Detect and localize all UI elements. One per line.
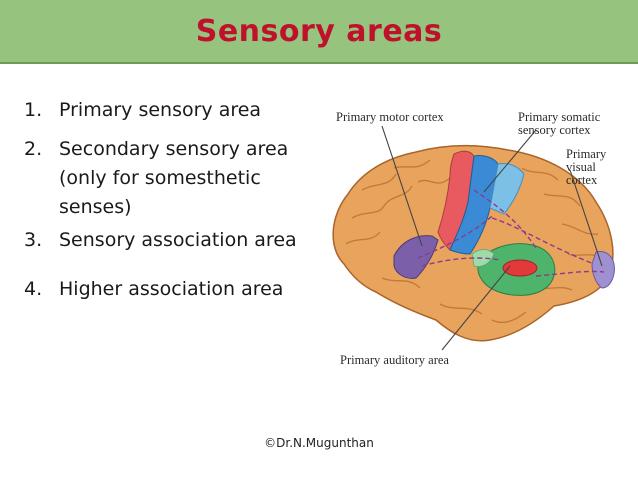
label-primary-motor-cortex: Primary motor cortex	[336, 110, 444, 124]
somatic-sensory-region	[449, 155, 499, 255]
list-item: 4. Higher association area	[24, 275, 314, 304]
brain-diagram: Primary motor cortex Primary somatic sen…	[332, 110, 615, 367]
label-visual-line1: Primary	[566, 147, 607, 161]
label-somatic-line1: Primary somatic	[518, 110, 601, 124]
gyri-texture	[345, 159, 605, 324]
title-bar: Sensory areas	[0, 0, 638, 64]
slide-title: Sensory areas	[195, 13, 443, 49]
list-line: Primary sensory area	[59, 99, 262, 121]
list-text: Secondary sensory area (only for somesth…	[59, 135, 314, 222]
label-primary-auditory-area: Primary auditory area	[340, 353, 449, 367]
label-visual-line2: visual	[566, 160, 596, 174]
primary-auditory-region	[502, 259, 538, 277]
list-text: Higher association area	[59, 275, 314, 304]
frontal-association-region	[393, 235, 439, 279]
list-line: Higher association area	[59, 278, 284, 300]
list-item: 2. Secondary sensory area (only for some…	[24, 135, 314, 222]
label-somatic-line2: sensory cortex	[518, 123, 591, 137]
list-number: 2.	[24, 138, 43, 160]
list-line: Secondary sensory area	[59, 138, 289, 160]
list-line: senses)	[59, 196, 132, 218]
list-line: (only for somesthetic	[59, 167, 261, 189]
list-item: 3. Sensory association area	[24, 226, 314, 255]
leader-lines	[381, 125, 603, 351]
list-text: Sensory association area	[59, 226, 314, 255]
list-item: 1. Primary sensory area	[24, 96, 314, 125]
list-text: Primary sensory area	[59, 96, 314, 125]
sensory-area-list: 1. Primary sensory area 2. Secondary sen…	[24, 96, 314, 304]
label-visual-line3: cortex	[566, 173, 598, 187]
visual-cortex-region	[591, 251, 615, 289]
auditory-light-region	[471, 249, 495, 267]
neural-pathways	[417, 189, 605, 277]
list-line: Sensory association area	[59, 229, 297, 251]
copyright-footer: ©Dr.N.Mugunthan	[264, 436, 374, 450]
list-number: 1.	[24, 99, 43, 121]
list-number: 4.	[24, 278, 43, 300]
motor-cortex-region	[437, 150, 475, 251]
list-number: 3.	[24, 229, 43, 251]
